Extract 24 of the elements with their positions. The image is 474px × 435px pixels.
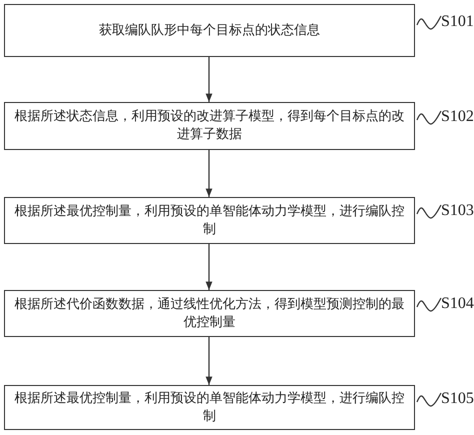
arrow — [206, 244, 212, 290]
leader-line — [416, 110, 442, 125]
leader-line — [416, 392, 442, 407]
leader-line — [416, 204, 442, 219]
step-text: 根据所述最优控制量，利用预设的单智能体动力学模型，进行编队控制 — [14, 202, 406, 238]
step-label: S101 — [441, 12, 473, 32]
step-text: 根据所述最优控制量，利用预设的单智能体动力学模型，进行编队控制 — [14, 390, 406, 426]
step-text: 根据所述代价函数数据，通过线性优化方法，得到模型预测控制的最优控制量 — [14, 296, 406, 332]
step-label: S103 — [441, 201, 473, 221]
leader-line — [416, 298, 442, 312]
arrow — [206, 57, 212, 102]
step-label: S104 — [441, 294, 473, 314]
step-text: 根据所述状态信息，利用预设的改进算子模型，得到每个目标点的改进算子数据 — [14, 108, 406, 144]
process-box — [4, 290, 415, 337]
process-box — [4, 4, 415, 57]
step-label: S102 — [441, 107, 473, 127]
process-box — [4, 197, 415, 244]
leader-line — [416, 16, 442, 30]
step-text: 获取编队队形中每个目标点的状态信息 — [98, 22, 321, 40]
arrow — [206, 337, 212, 385]
arrow — [206, 150, 212, 197]
process-box — [4, 385, 415, 430]
step-label: S105 — [441, 389, 473, 409]
process-box — [4, 102, 415, 150]
